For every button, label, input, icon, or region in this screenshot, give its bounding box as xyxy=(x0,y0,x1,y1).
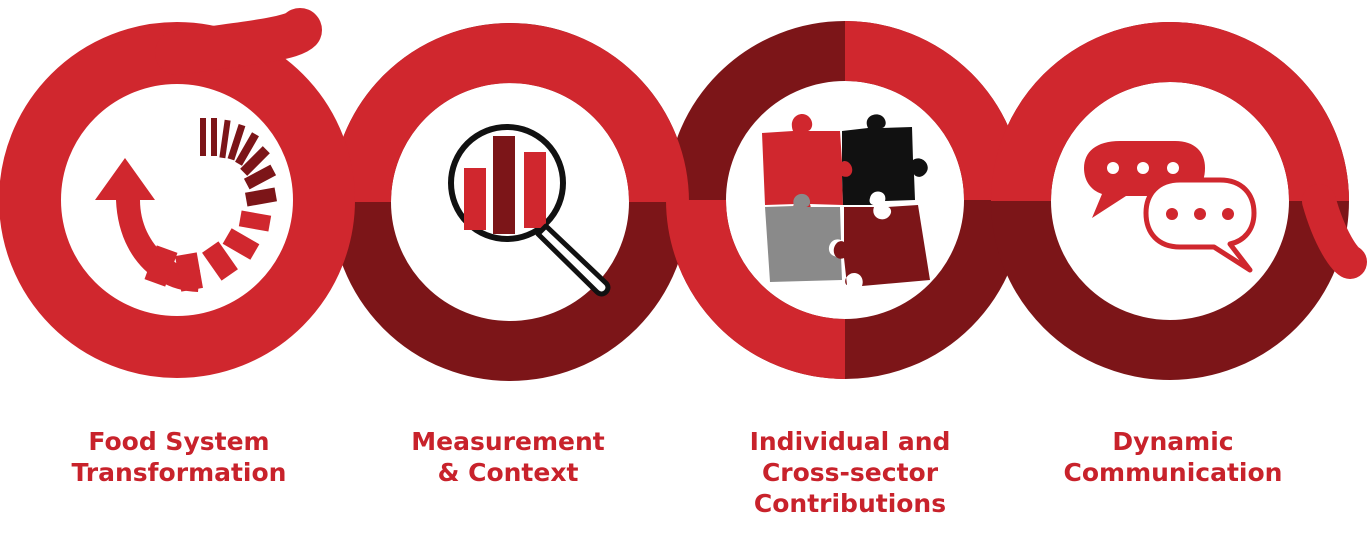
ring-3-front xyxy=(666,199,846,379)
ring-4-front xyxy=(991,22,1349,202)
ribbon-tail-end xyxy=(1302,184,1367,279)
label-line: Measurement xyxy=(411,427,605,456)
label-line: & Context xyxy=(437,458,579,487)
chat-bubbles-icon xyxy=(1084,141,1257,273)
magnifier-bar-chart-icon xyxy=(448,124,611,297)
label-line: Food System xyxy=(88,427,270,456)
label-line: Dynamic xyxy=(1112,427,1234,456)
puzzle-pieces-icon xyxy=(762,113,930,286)
ribbon-tail-start xyxy=(155,8,322,75)
label-line: Transformation xyxy=(71,458,287,487)
label-dynamic-communication: Dynamic Communication xyxy=(1023,426,1323,488)
ring-3-top xyxy=(844,21,1024,201)
ring-1 xyxy=(0,22,355,378)
ring-2-front xyxy=(331,23,689,203)
label-line: Communication xyxy=(1063,458,1283,487)
label-individual-cross-sector-contributions: Individual and Cross-sector Contribution… xyxy=(700,426,1000,519)
progress-arrow-icon xyxy=(95,118,277,292)
label-line: Individual and xyxy=(749,427,951,456)
label-food-system-transformation: Food System Transformation xyxy=(29,426,329,488)
label-measurement-context: Measurement & Context xyxy=(358,426,658,488)
label-line: Cross-sector xyxy=(761,458,939,487)
label-line: Contributions xyxy=(753,489,947,518)
ribbon xyxy=(0,8,1367,381)
